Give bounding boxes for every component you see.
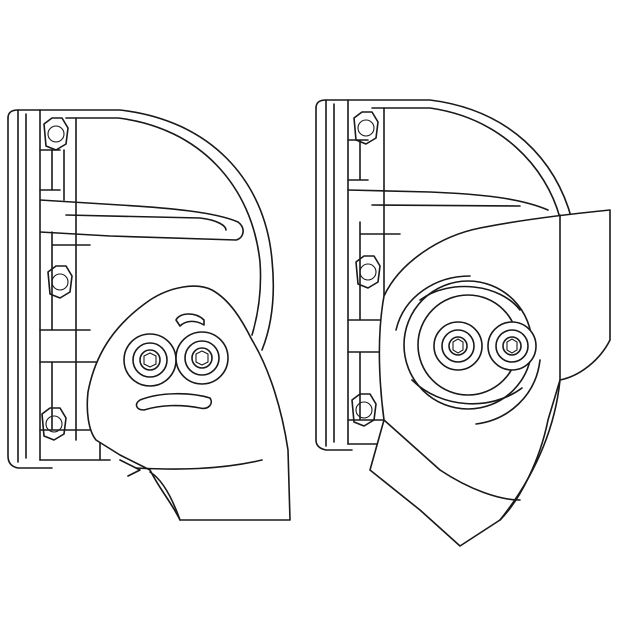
housing-bolt-bottom	[41, 407, 67, 441]
right-housing-bolt-middle	[355, 255, 381, 289]
right-bracket-bolt-1	[433, 321, 483, 371]
housing-bolt-middle	[47, 265, 73, 299]
right-housing-bolt-bottom	[351, 393, 377, 427]
left-light-bracket-view	[7, 109, 291, 521]
left-mounting-bracket	[86, 285, 291, 521]
right-bracket-bolt-2	[487, 321, 537, 371]
right-housing	[315, 99, 573, 451]
right-light-bracket-view	[315, 99, 611, 547]
housing-bolt-top	[43, 117, 69, 151]
right-housing-bolt-top	[353, 111, 379, 145]
right-rotated-bracket	[369, 209, 611, 547]
left-bracket-bolt-1	[123, 333, 177, 387]
left-bracket-bolt-2	[175, 331, 229, 385]
left-housing	[7, 109, 275, 477]
